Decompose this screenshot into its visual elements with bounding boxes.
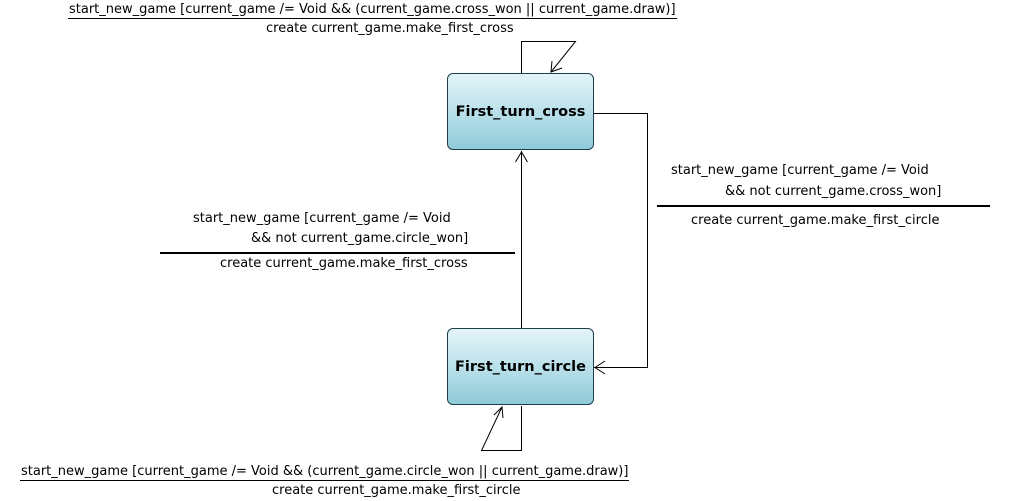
circle-self-guard: start_new_game [current_game /= Void && …	[20, 464, 630, 481]
circle-self-loop-line	[480, 406, 522, 451]
circle-to-cross-arrowhead	[515, 151, 528, 163]
circle-to-cross-guard-line1: start_new_game [current_game /= Void	[193, 211, 451, 226]
state-first-turn-cross-label: First_turn_cross	[455, 103, 586, 120]
cross-to-circle-arrowhead	[594, 360, 606, 375]
cross-to-circle-line	[594, 113, 648, 368]
circle-self-loop-arrowhead	[493, 405, 504, 419]
cross-self-guard: start_new_game [current_game /= Void && …	[68, 2, 677, 19]
circle-self-action: create current_game.make_first_circle	[272, 483, 521, 498]
cross-self-loop-arrowhead	[550, 60, 563, 73]
state-first-turn-circle[interactable]: First_turn_circle	[447, 328, 594, 405]
cross-self-action: create current_game.make_first_cross	[266, 21, 514, 36]
cross-to-circle-guard-line1: start_new_game [current_game /= Void	[671, 163, 929, 178]
state-first-turn-cross[interactable]: First_turn_cross	[447, 73, 594, 150]
cross-to-circle-guard-line2: && not current_game.cross_won]	[725, 184, 942, 199]
cross-self-loop-line	[521, 41, 577, 73]
cross-self-guard-container: start_new_game [current_game /= Void && …	[68, 2, 677, 19]
circle-to-cross-action: create current_game.make_first_cross	[220, 256, 468, 271]
state-first-turn-circle-label: First_turn_circle	[455, 358, 586, 375]
cross-to-circle-action: create current_game.make_first_circle	[691, 213, 940, 228]
circle-self-guard-container: start_new_game [current_game /= Void && …	[20, 464, 630, 481]
circle-to-cross-guard-line2: && not current_game.circle_won]	[251, 231, 469, 246]
cross-to-circle-separator	[657, 205, 990, 207]
circle-to-cross-separator	[160, 252, 515, 254]
